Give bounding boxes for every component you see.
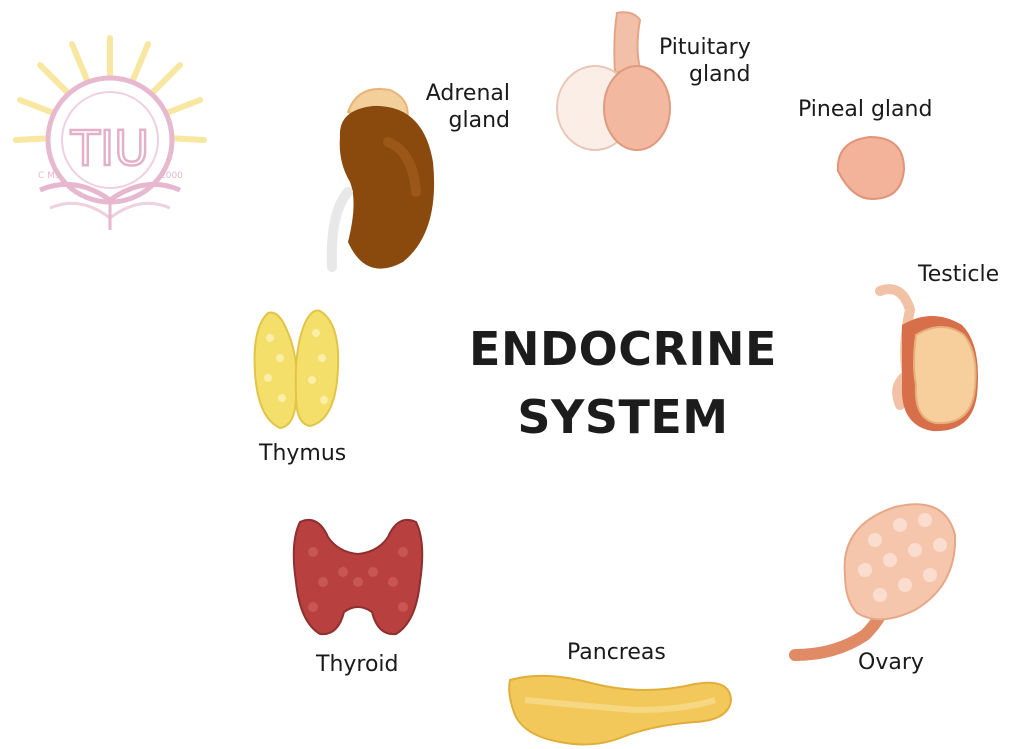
pancreas-illustration — [505, 670, 735, 749]
pineal-gland-illustration — [832, 133, 910, 203]
tiu-watermark-logo: TIU C MS 2000 — [10, 30, 210, 240]
watermark-left-small: C MS — [38, 171, 61, 181]
title-line-1: ENDOCRINE — [468, 322, 778, 376]
label-adrenal-line2: gland — [420, 108, 510, 134]
label-thyroid: Thyroid — [316, 652, 399, 678]
testicle-illustration — [872, 285, 987, 435]
thymus-illustration — [250, 308, 345, 433]
label-ovary: Ovary — [858, 650, 924, 676]
watermark-tiu-text: TIU — [70, 121, 150, 177]
pituitary-gland-illustration — [555, 8, 675, 158]
label-pancreas: Pancreas — [567, 640, 666, 666]
title-line-2: SYSTEM — [468, 390, 778, 444]
label-adrenal-line1: Adrenal — [420, 81, 510, 107]
label-pituitary-line1: Pituitary — [659, 35, 751, 61]
watermark-right-small: 2000 — [160, 171, 183, 181]
label-pineal: Pineal gland — [798, 97, 932, 123]
ovary-illustration — [785, 495, 965, 670]
thyroid-illustration — [288, 512, 428, 642]
label-thymus: Thymus — [259, 441, 346, 467]
label-pituitary-line2: gland — [689, 62, 750, 88]
